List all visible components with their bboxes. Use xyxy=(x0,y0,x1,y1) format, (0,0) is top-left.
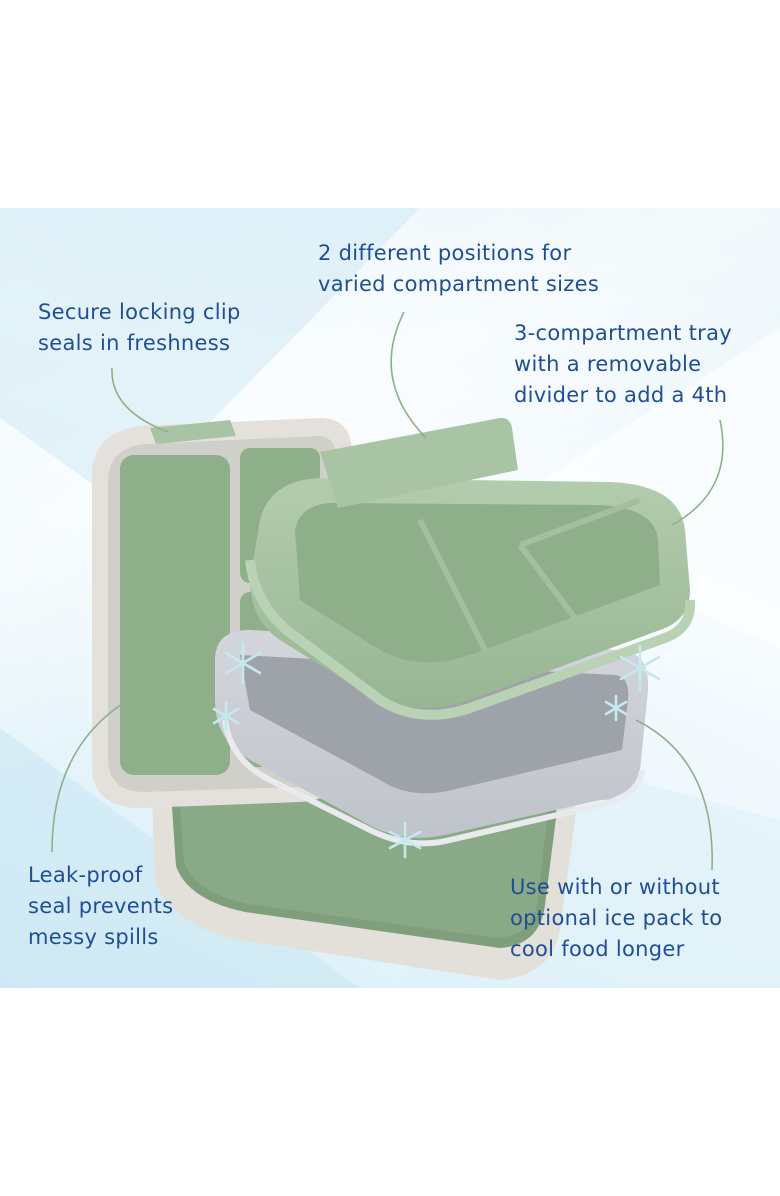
caption-leak-proof: Leak-proof seal prevents messy spills xyxy=(28,863,174,949)
arrow-locking-clip xyxy=(111,367,169,433)
snowflake-icon xyxy=(619,644,661,692)
arrow-leak-proof xyxy=(51,679,173,853)
arrow-positions xyxy=(390,311,427,439)
callout-arrows xyxy=(51,311,724,871)
snowflake-icons xyxy=(212,641,661,859)
arrow-ice-pack xyxy=(635,719,713,871)
caption-positions: 2 different positions for varied compart… xyxy=(318,241,600,296)
arrow-tray xyxy=(671,419,724,526)
caption-locking-clip: Secure locking clip seals in freshness xyxy=(38,300,241,355)
snowflake-icon xyxy=(388,821,422,859)
caption-ice-pack: Use with or without optional ice pack to… xyxy=(510,875,723,961)
snowflake-icon xyxy=(224,641,262,685)
caption-tray: 3-compartment tray with a removable divi… xyxy=(514,321,733,407)
snowflake-icon xyxy=(212,700,240,732)
snowflake-icon xyxy=(604,694,628,722)
compartment-tray xyxy=(245,417,696,720)
